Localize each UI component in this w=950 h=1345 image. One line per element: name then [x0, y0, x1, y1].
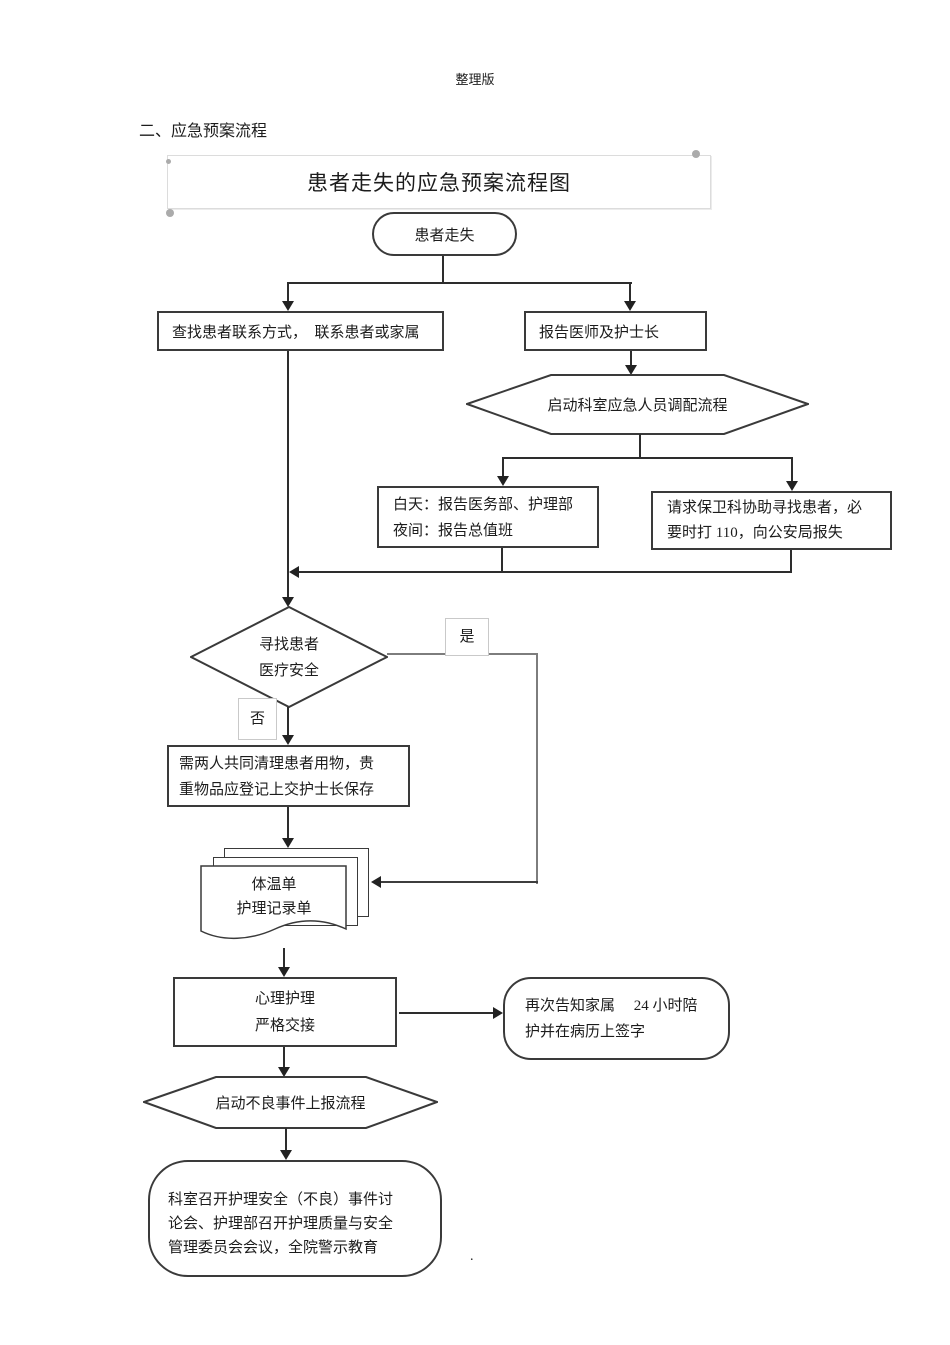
connector-no-down: [287, 707, 289, 736]
arrowhead-meeting: [280, 1150, 292, 1160]
connector-yes-into-documents: [381, 881, 538, 883]
selection-handle-bottom-left[interactable]: [166, 209, 174, 217]
node-find-contact[interactable]: 查找患者联系方式， 联系患者或家属: [157, 311, 444, 351]
connector-top-branch: [287, 282, 632, 284]
connector-psych-down: [283, 1047, 285, 1068]
arrowhead-notify: [493, 1007, 503, 1019]
connector-security-down: [790, 550, 792, 573]
node-start-label: 患者走失: [414, 227, 475, 244]
label-no: 否: [238, 698, 277, 740]
node-dispatch-label: 启动科室应急人员调配流程: [547, 398, 728, 414]
arrowhead-belongings: [282, 735, 294, 745]
connector-yes-down: [536, 653, 538, 884]
stray-period: .: [470, 1249, 474, 1264]
arrowhead-report: [624, 301, 636, 311]
arrowhead-documents-top: [282, 838, 294, 848]
arrowhead-report-event: [278, 1067, 290, 1077]
node-report-doctor[interactable]: 报告医师及护士长: [524, 311, 707, 351]
connector-to-find: [287, 283, 289, 302]
node-decision-line1: 寻找患者: [258, 637, 319, 653]
node-meeting-line2: 论会、护理部召开护理质量与安全: [168, 1216, 394, 1232]
node-belongings-line1: 需两人共同清理患者用物，贵: [179, 756, 375, 772]
connector-daynight-down: [501, 548, 503, 573]
label-yes: 是: [445, 618, 489, 656]
connector-psych-right: [399, 1012, 494, 1014]
node-report-event-shape[interactable]: [143, 1076, 438, 1129]
node-psych-line1: 心理护理: [254, 991, 315, 1007]
connector-start-down: [442, 256, 444, 284]
node-documents-line1: 体温单: [251, 877, 297, 893]
node-day-night-line1: 白天：报告医务部、护理部: [393, 497, 574, 513]
node-decision-line2: 医疗安全: [258, 663, 319, 679]
connector-dispatch-down: [639, 434, 641, 459]
node-meeting-line1: 科室召开护理安全（不良）事件讨: [168, 1192, 394, 1208]
node-belongings[interactable]: 需两人共同清理患者用物，贵 重物品应登记上交护士长保存: [167, 745, 410, 807]
node-find-contact-label: 查找患者联系方式， 联系患者或家属: [172, 325, 420, 341]
node-psych[interactable]: 心理护理 严格交接: [173, 977, 397, 1047]
connector-belongings-down: [287, 807, 289, 838]
arrowhead-security: [786, 481, 798, 491]
node-security-line2: 要时打 110，向公安局报失: [667, 525, 843, 541]
node-day-night-line2: 夜间：报告总值班: [393, 523, 514, 539]
connector-mid-branch: [502, 457, 793, 459]
node-dispatch-shape[interactable]: [466, 374, 809, 435]
connector-merge: [298, 571, 792, 573]
node-meeting-line3: 管理委员会会议，全院警示教育: [168, 1240, 379, 1256]
connector-to-report: [629, 283, 631, 302]
node-decision-shape[interactable]: [190, 606, 388, 708]
title-textbox[interactable]: 患者走失的应急预案流程图: [167, 155, 711, 209]
document-page-front[interactable]: [200, 865, 348, 953]
arrowhead-decision: [282, 597, 294, 607]
connector-to-security: [791, 458, 793, 482]
arrowhead-merge: [289, 566, 299, 578]
node-day-night[interactable]: 白天：报告医务部、护理部 夜间：报告总值班: [377, 486, 599, 548]
flowchart-title: 患者走失的应急预案流程图: [307, 171, 571, 195]
arrowhead-dispatch: [625, 365, 637, 375]
node-psych-line2: 严格交接: [254, 1018, 315, 1034]
node-notify-line1: 再次告知家属 24 小时陪: [525, 998, 698, 1014]
connector-report-event-down: [285, 1128, 287, 1151]
connector-report-down: [630, 351, 632, 366]
arrowhead-find: [282, 301, 294, 311]
selection-handle-top-right[interactable]: [692, 150, 700, 158]
connector-to-daynight: [502, 458, 504, 477]
arrowhead-documents-side: [371, 876, 381, 888]
node-documents-line2: 护理记录单: [236, 901, 312, 917]
node-belongings-line2: 重物品应登记上交护士长保存: [179, 782, 375, 798]
connector-documents-down: [283, 948, 285, 968]
selection-handle-top-left[interactable]: [166, 159, 171, 164]
version-header: 整理版: [455, 72, 495, 87]
node-meeting[interactable]: 科室召开护理安全（不良）事件讨 论会、护理部召开护理质量与安全 管理委员会会议，…: [148, 1160, 442, 1277]
arrowhead-psych: [278, 967, 290, 977]
node-notify-line2: 护并在病历上签字: [525, 1024, 646, 1040]
node-start[interactable]: 患者走失: [372, 212, 517, 256]
node-security[interactable]: 请求保卫科协助寻找患者，必 要时打 110，向公安局报失: [651, 491, 892, 550]
connector-find-down: [287, 351, 289, 598]
node-report-event-label: 启动不良事件上报流程: [215, 1096, 366, 1112]
node-report-doctor-label: 报告医师及护士长: [539, 325, 660, 341]
section-heading: 二、应急预案流程: [139, 123, 268, 140]
arrowhead-daynight: [497, 476, 509, 486]
node-notify-family[interactable]: 再次告知家属 24 小时陪 护并在病历上签字: [503, 977, 730, 1060]
node-security-line1: 请求保卫科协助寻找患者，必: [667, 500, 863, 516]
